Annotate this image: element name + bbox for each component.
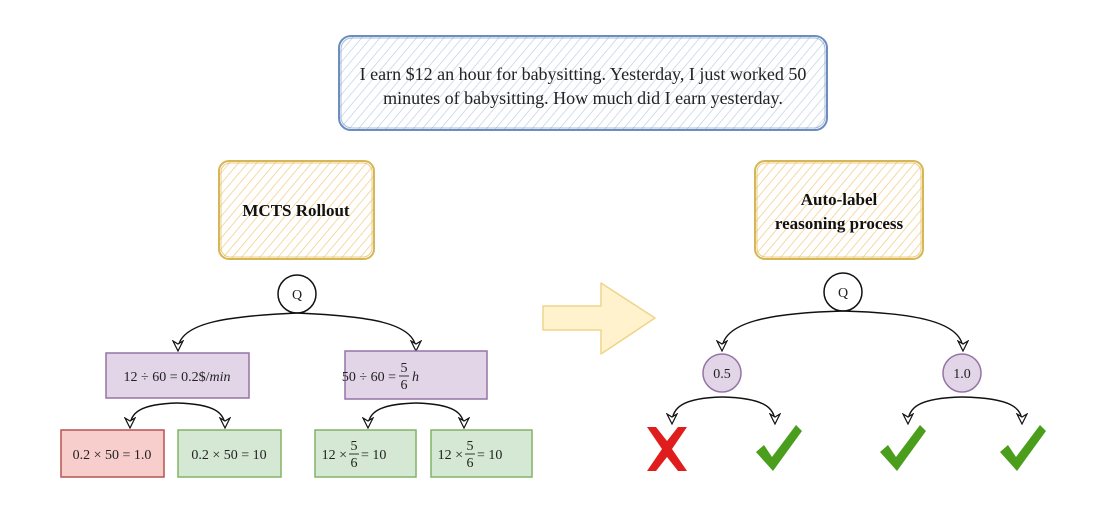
check-icon — [1000, 425, 1046, 471]
step1-left-expr: 12 ÷ 60 = 0.2$/ — [124, 370, 210, 385]
right-edge-score-left-to-outcome2 — [721, 396, 775, 423]
leaf-node-1: 0.2 × 50 = 1.0 — [60, 429, 165, 478]
step1-right-unit: h — [412, 370, 419, 385]
leaf-node-4-expr-a: 12 × — [438, 448, 463, 463]
cross-icon — [647, 427, 687, 471]
left-root-label: Q — [292, 288, 302, 303]
leaf-node-4-num: 5 — [467, 439, 474, 454]
mcts-rollout-title: MCTS Rollout — [242, 201, 350, 220]
left-edge-root-to-step1-right — [296, 312, 416, 350]
left-edge-root-to-step1-left — [178, 312, 298, 350]
step1-right-expr: 50 ÷ 60 = — [342, 370, 396, 385]
leaf-node-3-den: 6 — [351, 456, 358, 471]
right-edge-score-right-to-outcome3 — [908, 396, 963, 423]
question-box: I earn $12 an hour for babysitting. Yest… — [338, 35, 828, 131]
step1-right-denominator: 6 — [401, 378, 408, 393]
leaf-node-3: 12 × 5 6 = 10 — [314, 429, 417, 478]
right-edge-root-to-score-right — [842, 310, 963, 350]
step1-right-numerator: 5 — [401, 361, 408, 376]
score-node-left: 0.5 — [702, 353, 742, 393]
right-edge-score-left-to-outcome1 — [672, 396, 723, 423]
question-line-2: minutes of babysitting. How much did I e… — [383, 88, 783, 108]
score-node-right: 1.0 — [942, 353, 982, 393]
left-edge-step1-left-to-leaf1 — [130, 402, 178, 427]
svg-text:12 ÷ 60 = 0.2$/min: 12 ÷ 60 = 0.2$/min — [124, 370, 231, 385]
leaf-node-4: 12 × 5 6 = 10 — [430, 429, 533, 478]
leaf-node-2: 0.2 × 50 = 10 — [177, 429, 282, 478]
check-icon — [880, 425, 926, 471]
left-edge-step1-left-to-leaf2 — [176, 402, 225, 427]
leaf-node-3-num: 5 — [351, 439, 358, 454]
right-edge-score-right-to-outcome4 — [961, 396, 1022, 423]
left-root-node: Q — [277, 274, 317, 314]
step1-left-node: 12 ÷ 60 = 0.2$/min — [105, 352, 250, 399]
right-edge-root-to-score-left — [722, 310, 844, 350]
step1-right-node: 50 ÷ 60 = 5 6 h — [342, 350, 488, 400]
auto-label-title-box: Auto-label reasoning process — [754, 160, 924, 260]
left-edge-step1-right-to-leaf4 — [415, 402, 464, 427]
leaf-node-3-expr-a: 12 × — [322, 448, 347, 463]
leaf-node-4-den: 6 — [467, 456, 474, 471]
leaf-node-1-expr: 0.2 × 50 = 1.0 — [73, 448, 152, 463]
mcts-rollout-title-box: MCTS Rollout — [218, 160, 375, 260]
leaf-node-3-expr-b: = 10 — [361, 448, 386, 463]
score-right-label: 1.0 — [953, 367, 971, 382]
auto-label-title-line-1: Auto-label — [801, 190, 878, 209]
check-icon — [756, 425, 802, 471]
score-left-label: 0.5 — [713, 367, 731, 382]
right-root-label: Q — [838, 286, 848, 301]
question-line-1: I earn $12 an hour for babysitting. Yest… — [360, 64, 807, 84]
left-edge-step1-right-to-leaf3 — [368, 402, 417, 427]
step1-left-unit: min — [209, 370, 230, 385]
leaf-node-2-expr: 0.2 × 50 = 10 — [191, 448, 266, 463]
transition-arrow-icon — [542, 282, 656, 355]
leaf-node-4-expr-b: = 10 — [477, 448, 502, 463]
auto-label-title-line-2: reasoning process — [775, 214, 904, 233]
right-root-node: Q — [823, 272, 863, 312]
